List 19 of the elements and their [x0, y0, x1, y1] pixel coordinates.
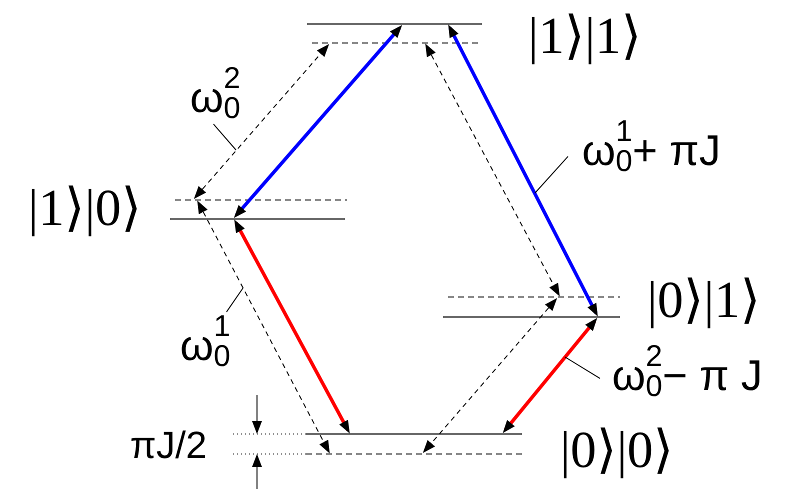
state-label: |1⟩|1⟩ [528, 11, 642, 63]
double-arrow [197, 200, 330, 454]
leader-line [226, 288, 244, 312]
state-label: |0⟩|0⟩ [560, 425, 674, 477]
double-arrow [425, 43, 560, 297]
state-label: |1⟩|0⟩ [28, 183, 142, 235]
leader-line [534, 156, 568, 194]
state-label: |0⟩|1⟩ [647, 275, 760, 327]
transition-label: ω$_{0}$$^{2}$− π J [600, 342, 763, 402]
double-arrow [502, 318, 598, 434]
double-arrow [448, 24, 598, 317]
dimension-label: πJ/2 [130, 427, 207, 465]
leader-line [564, 356, 600, 379]
transition-label: ω$_{0}$$^{1}$+ πJ [568, 116, 721, 178]
double-arrow [234, 24, 402, 218]
leader-line [212, 124, 236, 150]
double-arrow [194, 44, 330, 200]
double-arrow [422, 298, 558, 454]
double-arrow [234, 219, 350, 434]
